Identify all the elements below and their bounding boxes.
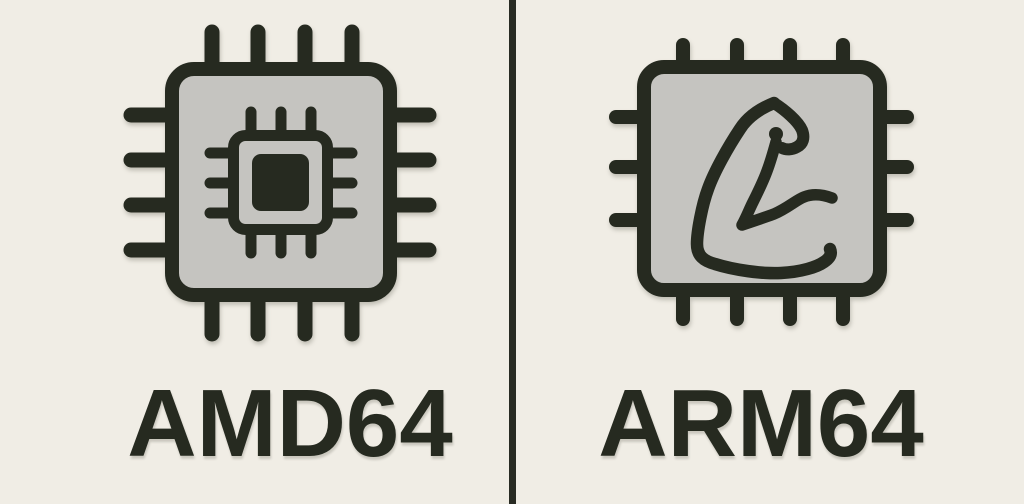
inner-chip-die: [252, 154, 309, 211]
panel-divider: [509, 0, 516, 504]
flexed-biceps-chip-icon: [609, 38, 914, 326]
amd64-panel: AMD64: [0, 0, 509, 504]
architecture-label: ARM64: [598, 370, 924, 477]
flexed-biceps-glyph: [690, 96, 838, 280]
cpu-chip-icon: [123, 24, 437, 342]
architecture-label: AMD64: [127, 370, 453, 477]
arm64-panel: ARM64: [516, 0, 1024, 504]
